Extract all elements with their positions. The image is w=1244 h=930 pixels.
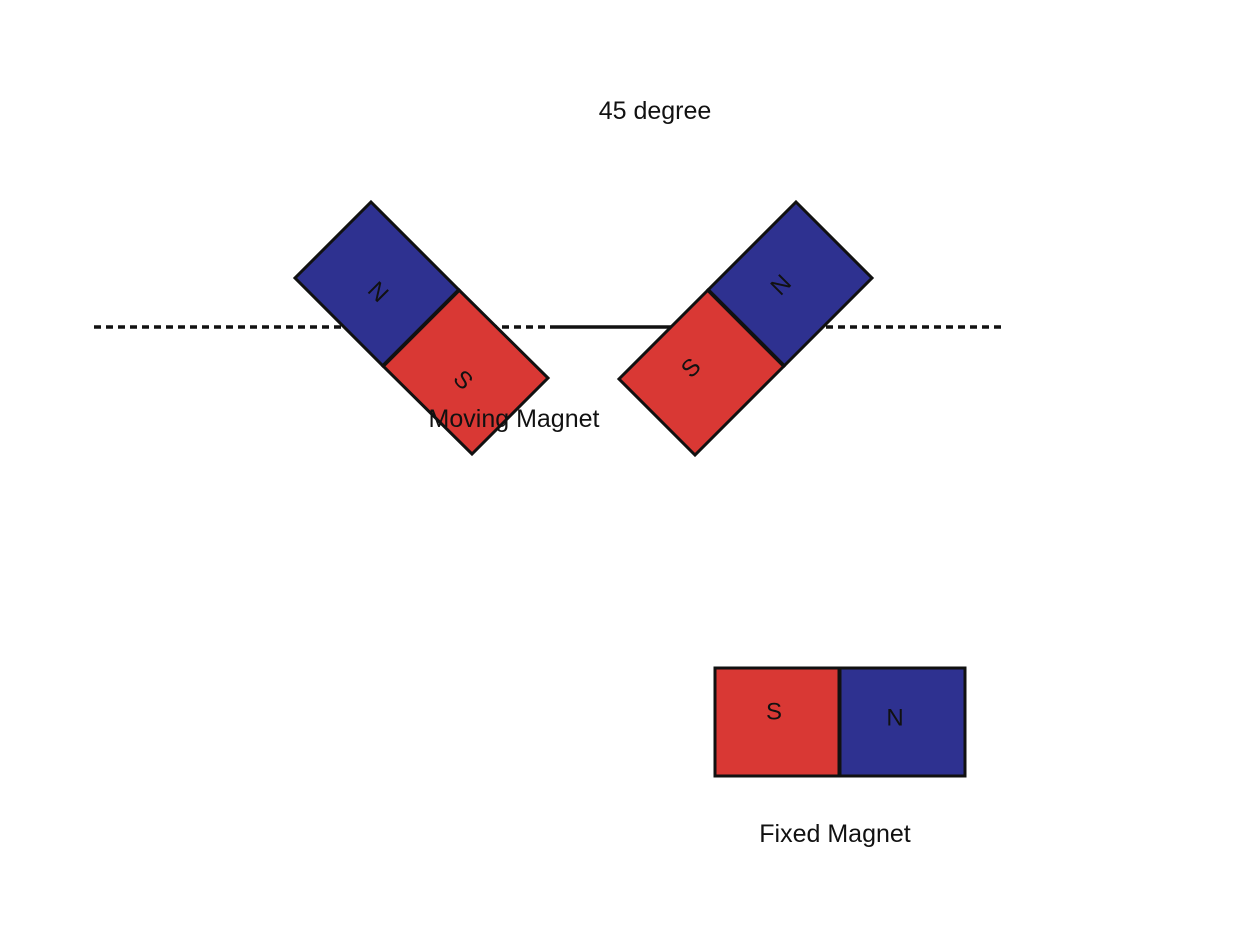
south-pole-block <box>713 666 841 778</box>
fixed-magnet-label: Fixed Magnet <box>759 820 911 848</box>
pole-divider <box>381 288 461 368</box>
moving-magnet-label: Moving Magnet <box>429 405 600 433</box>
north-pole-label: N <box>886 704 903 731</box>
north-pole-block <box>838 666 967 778</box>
pole-divider <box>706 288 786 368</box>
moving-magnet-left: N S <box>292 199 551 457</box>
diagram-title: 45 degree <box>599 97 712 125</box>
fixed-magnet: S N <box>713 666 967 778</box>
south-pole-label: S <box>766 698 782 725</box>
moving-magnet-right: N S <box>616 199 875 458</box>
